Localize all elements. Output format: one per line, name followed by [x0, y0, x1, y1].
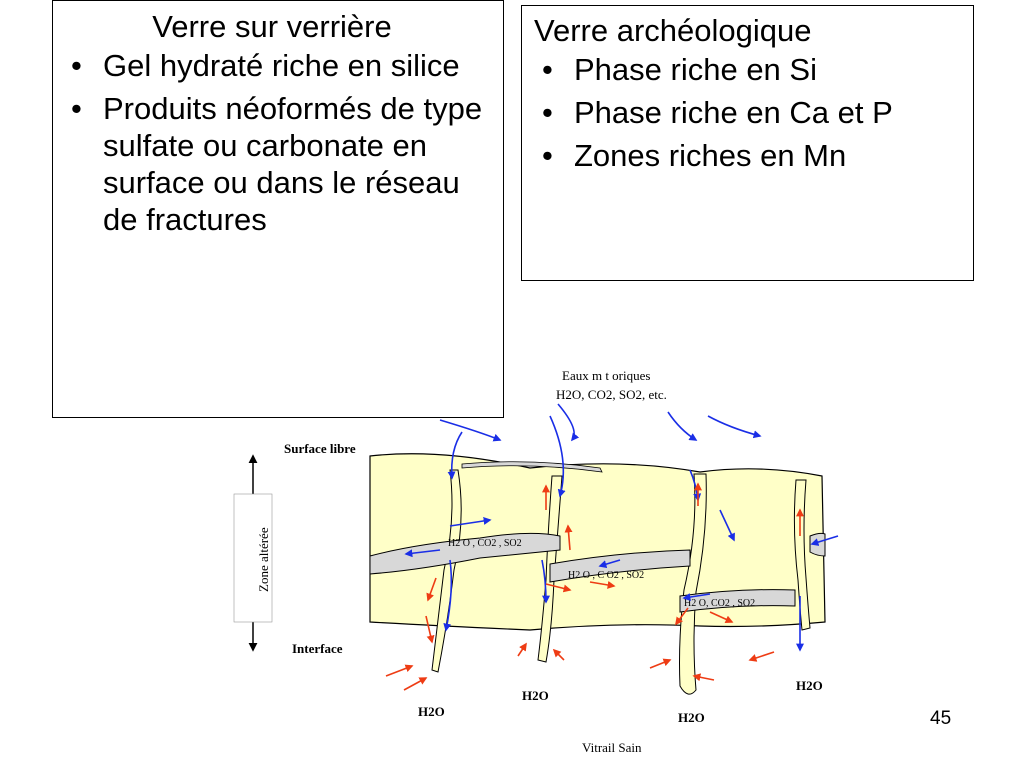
right-box-title: Verre archéologique: [534, 13, 812, 48]
reaction-arrow: [403, 677, 428, 691]
crack-3: [679, 473, 707, 695]
list-item: • Phase riche en Ca et P: [534, 94, 957, 131]
water-arrow: [598, 559, 621, 568]
reaction-arrow: [385, 664, 414, 677]
fracture-pocket-2: [549, 549, 691, 583]
list-item: • Phase riche en Si: [534, 51, 957, 88]
left-box-title: Verre sur verrière: [152, 9, 392, 44]
surface-libre-label: Surface libre: [284, 441, 356, 456]
list-item-text: Phase riche en Si: [574, 52, 817, 87]
water-arrow: [541, 559, 550, 604]
bullet-icon: •: [542, 138, 553, 173]
right-text-box: Verre archéologique • Phase riche en Si •…: [521, 5, 974, 281]
vitrail-sain-label: Vitrail Sain: [582, 740, 642, 755]
left-text-box: Verre sur verrière • Gel hydraté riche en…: [52, 0, 504, 418]
page-number: 45: [930, 708, 952, 729]
reaction-arrow: [425, 615, 435, 644]
water-arrow: [449, 516, 492, 527]
pocket-label-2: H2 O , C O2 , SO2: [568, 570, 644, 581]
alteration-diagram: H2 O , CO2 , SO2 H2 O , C O2 , SO2 H2 O,…: [233, 368, 839, 755]
bullet-icon: •: [542, 52, 553, 87]
h2o-label-4: H2O: [796, 678, 823, 693]
reaction-arrow: [709, 611, 734, 623]
reaction-arrow: [426, 577, 437, 602]
list-item: • Zones riches en Mn: [534, 137, 957, 174]
bullet-icon: •: [71, 48, 82, 83]
water-arrow: [443, 559, 453, 632]
water-arrow: [719, 509, 735, 542]
water-arrow: [447, 431, 463, 480]
water-arrow: [404, 549, 441, 558]
right-bullet-list: • Phase riche en Si • Phase riche en Ca et…: [534, 51, 957, 174]
water-arrow: [810, 535, 839, 546]
zone-alteree-label: Zone altérée: [256, 527, 271, 592]
water-arrow: [439, 419, 502, 442]
water-arrow: [557, 403, 580, 442]
reaction-arrow: [692, 673, 715, 682]
fracture-pocket-3: [679, 589, 796, 613]
water-arrow: [549, 415, 566, 498]
interface-label: Interface: [292, 641, 343, 656]
h2o-label-3: H2O: [678, 710, 705, 725]
pocket-label-1: H2 O , CO2 , SO2: [448, 538, 522, 549]
reaction-arrow: [517, 642, 527, 657]
reaction-arrow: [545, 583, 572, 593]
water-arrow: [682, 593, 711, 601]
h2o-label-1: H2O: [418, 704, 445, 719]
water-arrow: [707, 415, 762, 439]
bullet-icon: •: [71, 91, 82, 126]
surface-crust: [461, 461, 603, 473]
left-bullet-list: • Gel hydraté riche en silice • Produits n…: [63, 47, 487, 238]
reaction-arrow: [552, 648, 565, 661]
top-label-eaux: Eaux m t oriques: [562, 368, 650, 383]
pocket-label-3: H2 O, CO2 , SO2: [684, 598, 755, 609]
reaction-arrow: [748, 651, 775, 662]
zone-label-box: [233, 493, 273, 623]
fracture-pocket-1: [369, 532, 561, 575]
list-item: • Gel hydraté riche en silice: [63, 47, 487, 84]
list-item: • Produits néoformés de type sulfate ou c…: [63, 90, 487, 238]
list-item-text: Produits néoformés de type sulfate ou ca…: [103, 91, 483, 237]
list-item-text: Zones riches en Mn: [574, 138, 847, 173]
reaction-arrow: [589, 581, 616, 589]
reaction-arrow: [564, 524, 573, 551]
glass-body: [369, 453, 826, 631]
h2o-label-2: H2O: [522, 688, 549, 703]
list-item-text: Gel hydraté riche en silice: [103, 48, 460, 83]
crack-4: [793, 479, 811, 631]
water-arrow: [667, 411, 698, 441]
bullet-icon: •: [542, 95, 553, 130]
reaction-arrow: [649, 658, 672, 669]
top-label-gases: H2O, CO2, SO2, etc.: [556, 387, 667, 402]
reaction-arrow: [675, 607, 689, 626]
list-item-text: Phase riche en Ca et P: [574, 95, 893, 130]
